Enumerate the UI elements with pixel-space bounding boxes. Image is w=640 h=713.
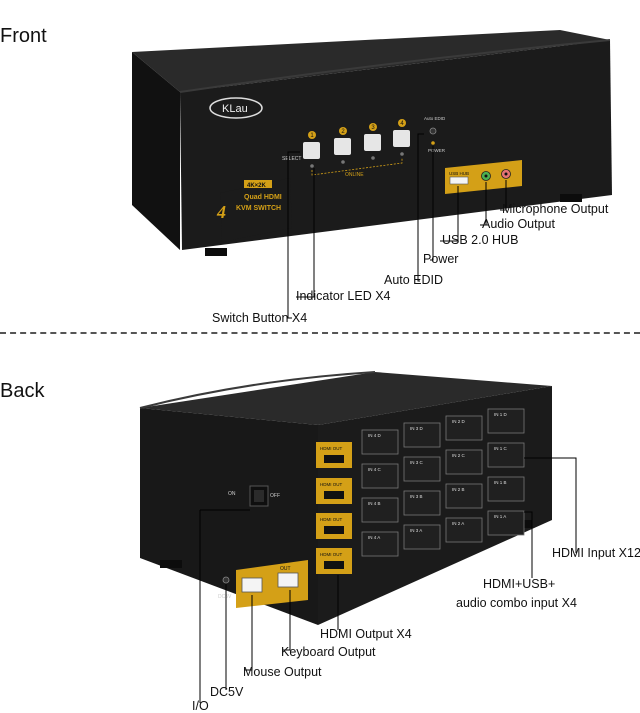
input-label: IN 2 A [452,521,464,526]
port-number-4: 4 [400,121,404,127]
hdmi-input-2b[interactable] [445,483,483,509]
hdmi-input-3d[interactable] [403,422,441,448]
callout-mouse-output: Mouse Output [243,665,322,679]
on-label: ON [228,491,236,497]
online-label: ONLINE [345,172,364,178]
input-label: IN 3 C [410,460,424,465]
hdmi-input-1b[interactable] [487,476,525,502]
input-label: IN 2 B [452,487,465,492]
input-label: IN 2 D [452,419,466,424]
callout-microphone-output: Microphone Output [502,202,609,216]
hdmi-input-3c[interactable] [403,456,441,482]
auto-edid-device-label: Auto EDID [424,116,446,121]
usb-hub-port[interactable] [449,176,469,185]
front-callout-lines [287,133,507,319]
badge-number: 4 [216,202,226,222]
switch-button-1[interactable] [303,142,320,159]
port-number-labels [308,119,406,139]
combo-input-1a[interactable] [487,510,525,536]
switch-button-2[interactable] [334,138,351,155]
section-divider [0,332,640,334]
callout-usb-hub: USB 2.0 HUB [442,233,519,247]
callout-power: Power [423,252,459,266]
power-led [431,141,435,145]
hdmi-input-1c[interactable] [487,442,525,468]
input-label: IN 3 A [410,528,422,533]
callout-combo-input-line1: HDMI+USB+ [483,577,556,591]
badge-4k-text: 4K×2K [247,183,267,189]
input-label: IN 4 C [368,467,382,472]
usb-hub-device-label: USB HUB [449,171,469,176]
auto-edid-button[interactable] [429,127,437,135]
port-number-dot [308,131,316,139]
input-label: IN 2 C [452,453,466,458]
indicator-led-2 [341,160,345,164]
hdmi-input-2d[interactable] [445,415,483,441]
callout-combo-input-line2: audio combo input X4 [456,596,577,610]
hdmi-input-4b[interactable] [361,497,399,523]
callout-hdmi-input: HDMI Input X12 [552,546,640,560]
port-number-2: 2 [341,129,345,135]
hdmi-out-label-1: HDMI OUT [320,446,342,451]
back-section-title: Back [0,380,45,402]
callout-keyboard-output: Keyboard Output [281,645,376,659]
port-number-dot [398,119,406,127]
hdmi-input-grid [361,408,525,557]
hdmi-input-4d[interactable] [361,429,399,455]
indicator-led-3 [371,156,375,160]
back-callout-lines [199,457,577,703]
combo-input-2a[interactable] [445,517,483,543]
input-label: IN 4 B [368,501,381,506]
input-label: IN 3 B [410,494,423,499]
hdmi-out-label-4: HDMI OUT [320,552,342,557]
switch-button-4[interactable] [393,130,410,147]
input-label: IN 4 D [368,433,382,438]
power-device-label: POWER [428,148,446,153]
keyboard-output-port[interactable] [277,572,299,588]
port-number-dot [369,123,377,131]
hdmi-input-1d[interactable] [487,408,525,434]
port-number-1: 1 [310,133,314,139]
indicator-led-1 [310,164,314,168]
input-label: IN 1 B [494,480,507,485]
badge-kvm-switch: KVM SWITCH [236,205,281,212]
input-label: IN 4 A [368,535,380,540]
callout-hdmi-output: HDMI Output X4 [320,627,412,641]
indicator-led-4 [400,152,404,156]
callout-indicator-led: Indicator LED X4 [296,289,391,303]
port-number-3: 3 [371,125,375,131]
input-label: IN 1 A [494,514,506,519]
off-label: OFF [270,493,280,499]
switch-button-3[interactable] [364,134,381,151]
badge-4k [244,180,272,188]
hdmi-output-column [316,442,352,574]
hdmi-out-label-2: HDMI OUT [320,482,342,487]
out-label: OUT [280,566,291,572]
callout-switch-button: Switch Button X4 [212,311,308,325]
port-number-dot [339,127,347,135]
select-label: SELECT [282,156,301,162]
input-label: IN 1 D [494,412,508,417]
callout-io: I/O [192,699,209,713]
hdmi-input-3b[interactable] [403,490,441,516]
hdmi-out-label-3: HDMI OUT [320,517,342,522]
hdmi-input-2c[interactable] [445,449,483,475]
front-section-title: Front [0,25,47,47]
dc5v-jack[interactable] [222,576,230,584]
brand-text: KLau [222,103,248,115]
brand-logo [209,97,263,119]
combo-input-3a[interactable] [403,524,441,550]
input-port-labels: IN 4 D IN 3 D IN 2 D IN 1 D IN 4 C IN 3 … [368,412,508,540]
input-label: IN 1 C [494,446,508,451]
callout-audio-output: Audio Output [482,217,555,231]
callout-auto-edid: Auto EDID [384,273,444,287]
badge-quad-hdmi: Quad HDMI [244,194,282,201]
hdmi-input-4c[interactable] [361,463,399,489]
mouse-output-port[interactable] [241,577,263,593]
callout-dc5v: DC5V [210,685,244,699]
input-label: IN 3 D [410,426,424,431]
combo-input-4a[interactable] [361,531,399,557]
dc5v-device-label: DC5V [218,594,232,600]
